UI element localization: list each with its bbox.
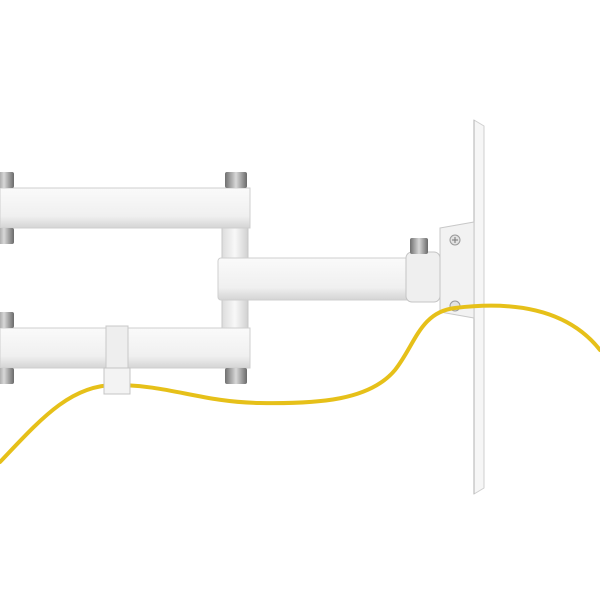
nut-icon [410,238,428,254]
nut-icon [0,368,14,384]
nut-icon [0,228,14,244]
tilt-bracket [405,221,475,319]
nut-icon [225,172,247,188]
upper-arm [0,187,251,229]
bolt-nuts [0,172,428,384]
cable-clip [103,325,131,395]
yellow-cable [0,303,600,464]
middle-arm [217,257,437,301]
nut-icon [0,172,14,188]
nut-icon [225,368,247,384]
nut-icon [0,312,14,328]
